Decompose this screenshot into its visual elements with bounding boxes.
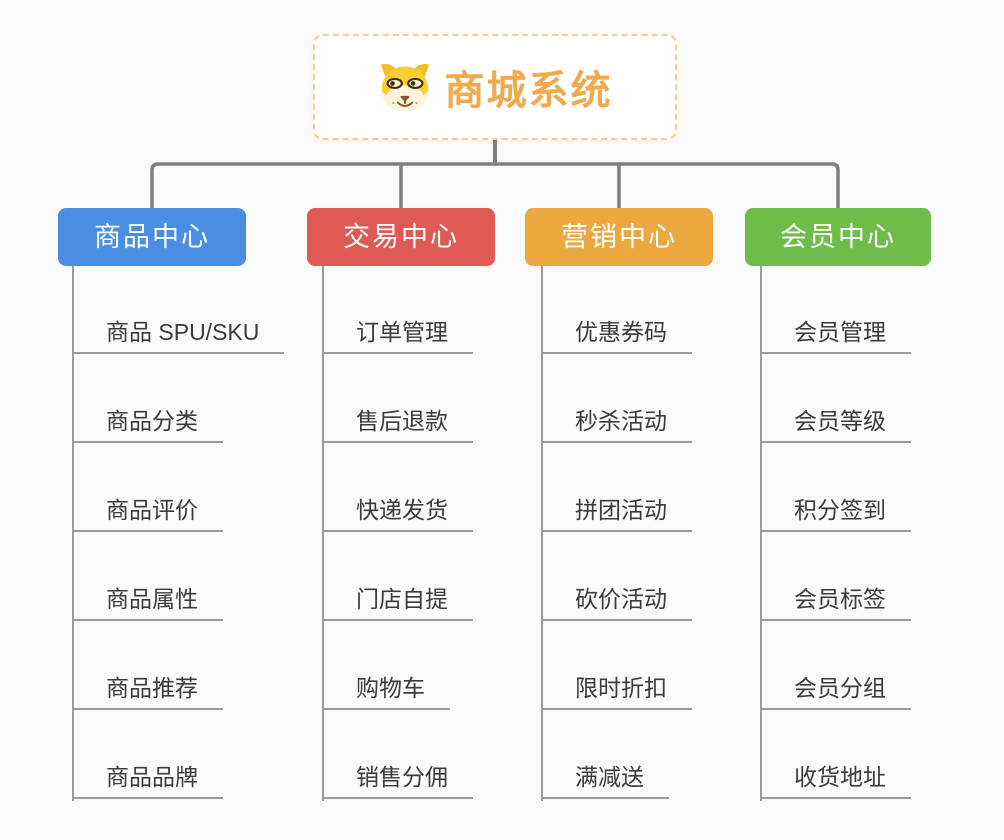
branch-rail-line	[150, 162, 840, 209]
leaf-topic[interactable]: 满减送	[541, 765, 669, 799]
leaf-topic[interactable]: 商品品牌	[72, 765, 223, 799]
branch-node-member-center[interactable]: 会员中心	[745, 208, 931, 266]
leaf-topic[interactable]: 会员标签	[760, 587, 911, 621]
leaf-topic[interactable]: 限时折扣	[541, 676, 692, 710]
leaf-topic[interactable]: 收货地址	[760, 765, 911, 799]
leaf-topic[interactable]: 积分签到	[760, 498, 911, 532]
leaf-topic[interactable]: 优惠券码	[541, 320, 692, 354]
leaf-topic[interactable]: 商品属性	[72, 587, 223, 621]
leaf-topic[interactable]: 门店自提	[322, 587, 473, 621]
branch-spine	[322, 266, 324, 801]
leaf-topic[interactable]: 商品推荐	[72, 676, 223, 710]
branch-spine	[541, 266, 543, 801]
branch-node-trade-center[interactable]: 交易中心	[307, 208, 495, 266]
leaf-topic[interactable]: 售后退款	[322, 409, 473, 443]
leaf-topic[interactable]: 购物车	[322, 676, 450, 710]
root-topic-label: 商城系统	[444, 69, 613, 113]
leaf-topic[interactable]: 商品 SPU/SKU	[72, 320, 285, 354]
leaf-topic[interactable]: 销售分佣	[322, 765, 473, 799]
leaf-topic[interactable]: 会员管理	[760, 320, 911, 354]
leaf-topic[interactable]: 商品评价	[72, 498, 223, 532]
leaf-topic[interactable]: 拼团活动	[541, 498, 692, 532]
leaf-topic[interactable]: 商品分类	[72, 409, 223, 443]
branch-node-product-center[interactable]: 商品中心	[58, 208, 246, 266]
leaf-topic[interactable]: 会员分组	[760, 676, 911, 710]
leaf-topic[interactable]: 订单管理	[322, 320, 473, 354]
branch-spine	[760, 266, 762, 801]
branch-node-marketing-center[interactable]: 营销中心	[525, 208, 713, 266]
leaf-topic[interactable]: 快递发货	[322, 498, 473, 532]
leaf-topic[interactable]: 秒杀活动	[541, 409, 692, 443]
shiba-dog-icon	[378, 62, 432, 112]
leaf-topic[interactable]: 砍价活动	[541, 587, 692, 621]
root-topic[interactable]: 商城系统	[313, 34, 677, 140]
leaf-topic[interactable]: 会员等级	[760, 409, 911, 443]
branch-spine	[72, 266, 74, 801]
